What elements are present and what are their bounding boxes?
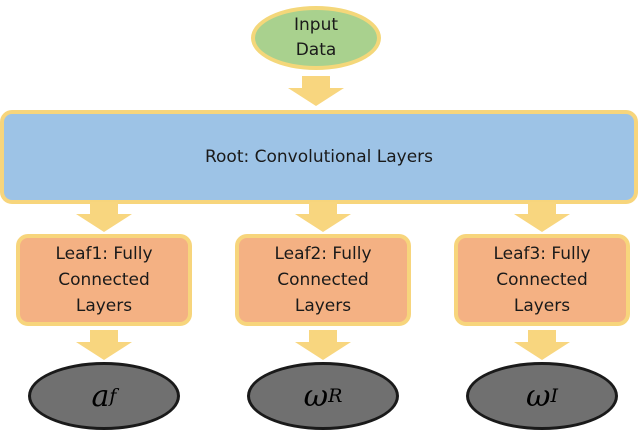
arrow-leaf2-to-output (293, 330, 353, 360)
leaf2-fully-connected-node: Leaf2: Fully Connected Layers (235, 234, 411, 326)
leaf3-label-line1: Leaf3: Fully (493, 244, 591, 264)
output2-symbol: ω (303, 378, 329, 414)
output1-subscript: f (109, 385, 117, 407)
leaf1-label-line2: Connected (58, 270, 150, 290)
arrow-root-to-leaf1 (74, 202, 134, 232)
input-label-line1: Input (293, 15, 339, 35)
output3-subscript: I (550, 385, 558, 407)
root-label: Root: Convolutional Layers (204, 147, 433, 167)
input-data-node: Input Data (251, 6, 381, 70)
leaf2-label-line2: Connected (277, 270, 369, 290)
leaf1-fully-connected-node: Leaf1: Fully Connected Layers (16, 234, 192, 326)
output1-symbol: a (91, 378, 110, 414)
leaf2-label-line3: Layers (294, 296, 352, 316)
arrow-input-to-root (286, 76, 346, 106)
output2-subscript: R (328, 385, 343, 407)
leaf1-label-line3: Layers (75, 296, 133, 316)
leaf2-label-line1: Leaf2: Fully (274, 244, 372, 264)
leaf3-label-line3: Layers (513, 296, 571, 316)
leaf1-label-line1: Leaf1: Fully (55, 244, 153, 264)
arrow-leaf3-to-output (512, 330, 572, 360)
leaf3-fully-connected-node: Leaf3: Fully Connected Layers (454, 234, 630, 326)
output3-symbol: ω (526, 378, 551, 414)
arrow-root-to-leaf3 (512, 202, 572, 232)
leaf3-label-line2: Connected (496, 270, 588, 290)
arrow-root-to-leaf2 (293, 202, 353, 232)
arrow-leaf1-to-output (74, 330, 134, 360)
root-convolutional-layers-node: Root: Convolutional Layers (0, 110, 638, 204)
input-label-line2: Data (295, 40, 337, 60)
